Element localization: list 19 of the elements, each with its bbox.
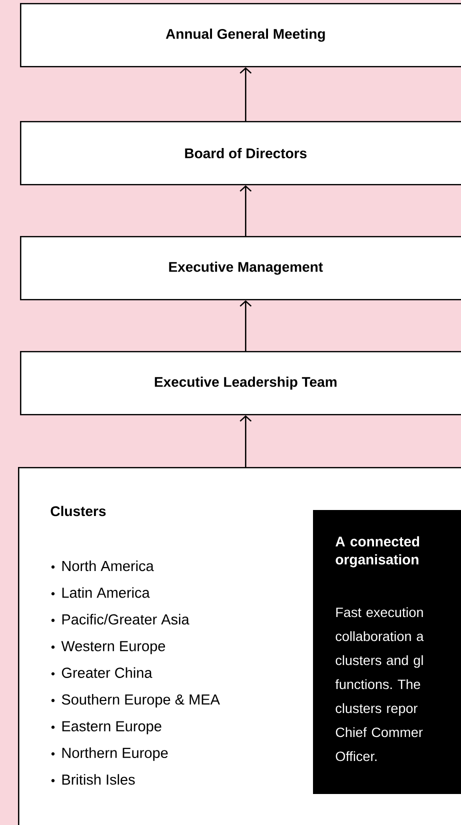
- list-item: Eastern Europe: [51, 721, 162, 734]
- level-box: Executive Management: [20, 236, 461, 300]
- level-box: Annual General Meeting: [20, 3, 461, 68]
- list-item: Greater China: [51, 667, 152, 678]
- level-box: Board of Directors: [20, 121, 461, 186]
- heading: Clusters: [50, 506, 106, 516]
- info-box: A connected organisation Fast execution collaboration a clusters and gl functions. The clusters repor Chief Commer Officer.: [313, 510, 461, 794]
- list-item: Southern Europe & MEA: [51, 694, 220, 708]
- list-item: Pacific/Greater Asia: [51, 614, 190, 625]
- arrow: [240, 300, 252, 351]
- arrow: [240, 415, 252, 467]
- level-box: Executive Leadership Team: [20, 351, 461, 416]
- list-item: North America: [51, 560, 154, 572]
- arrow: [240, 67, 252, 121]
- list-item: British Isles: [51, 774, 135, 785]
- list-item: Latin America: [51, 587, 150, 598]
- list-item: Northern Europe: [51, 747, 168, 761]
- list-item: Western Europe: [51, 641, 166, 654]
- arrow: [240, 185, 252, 236]
